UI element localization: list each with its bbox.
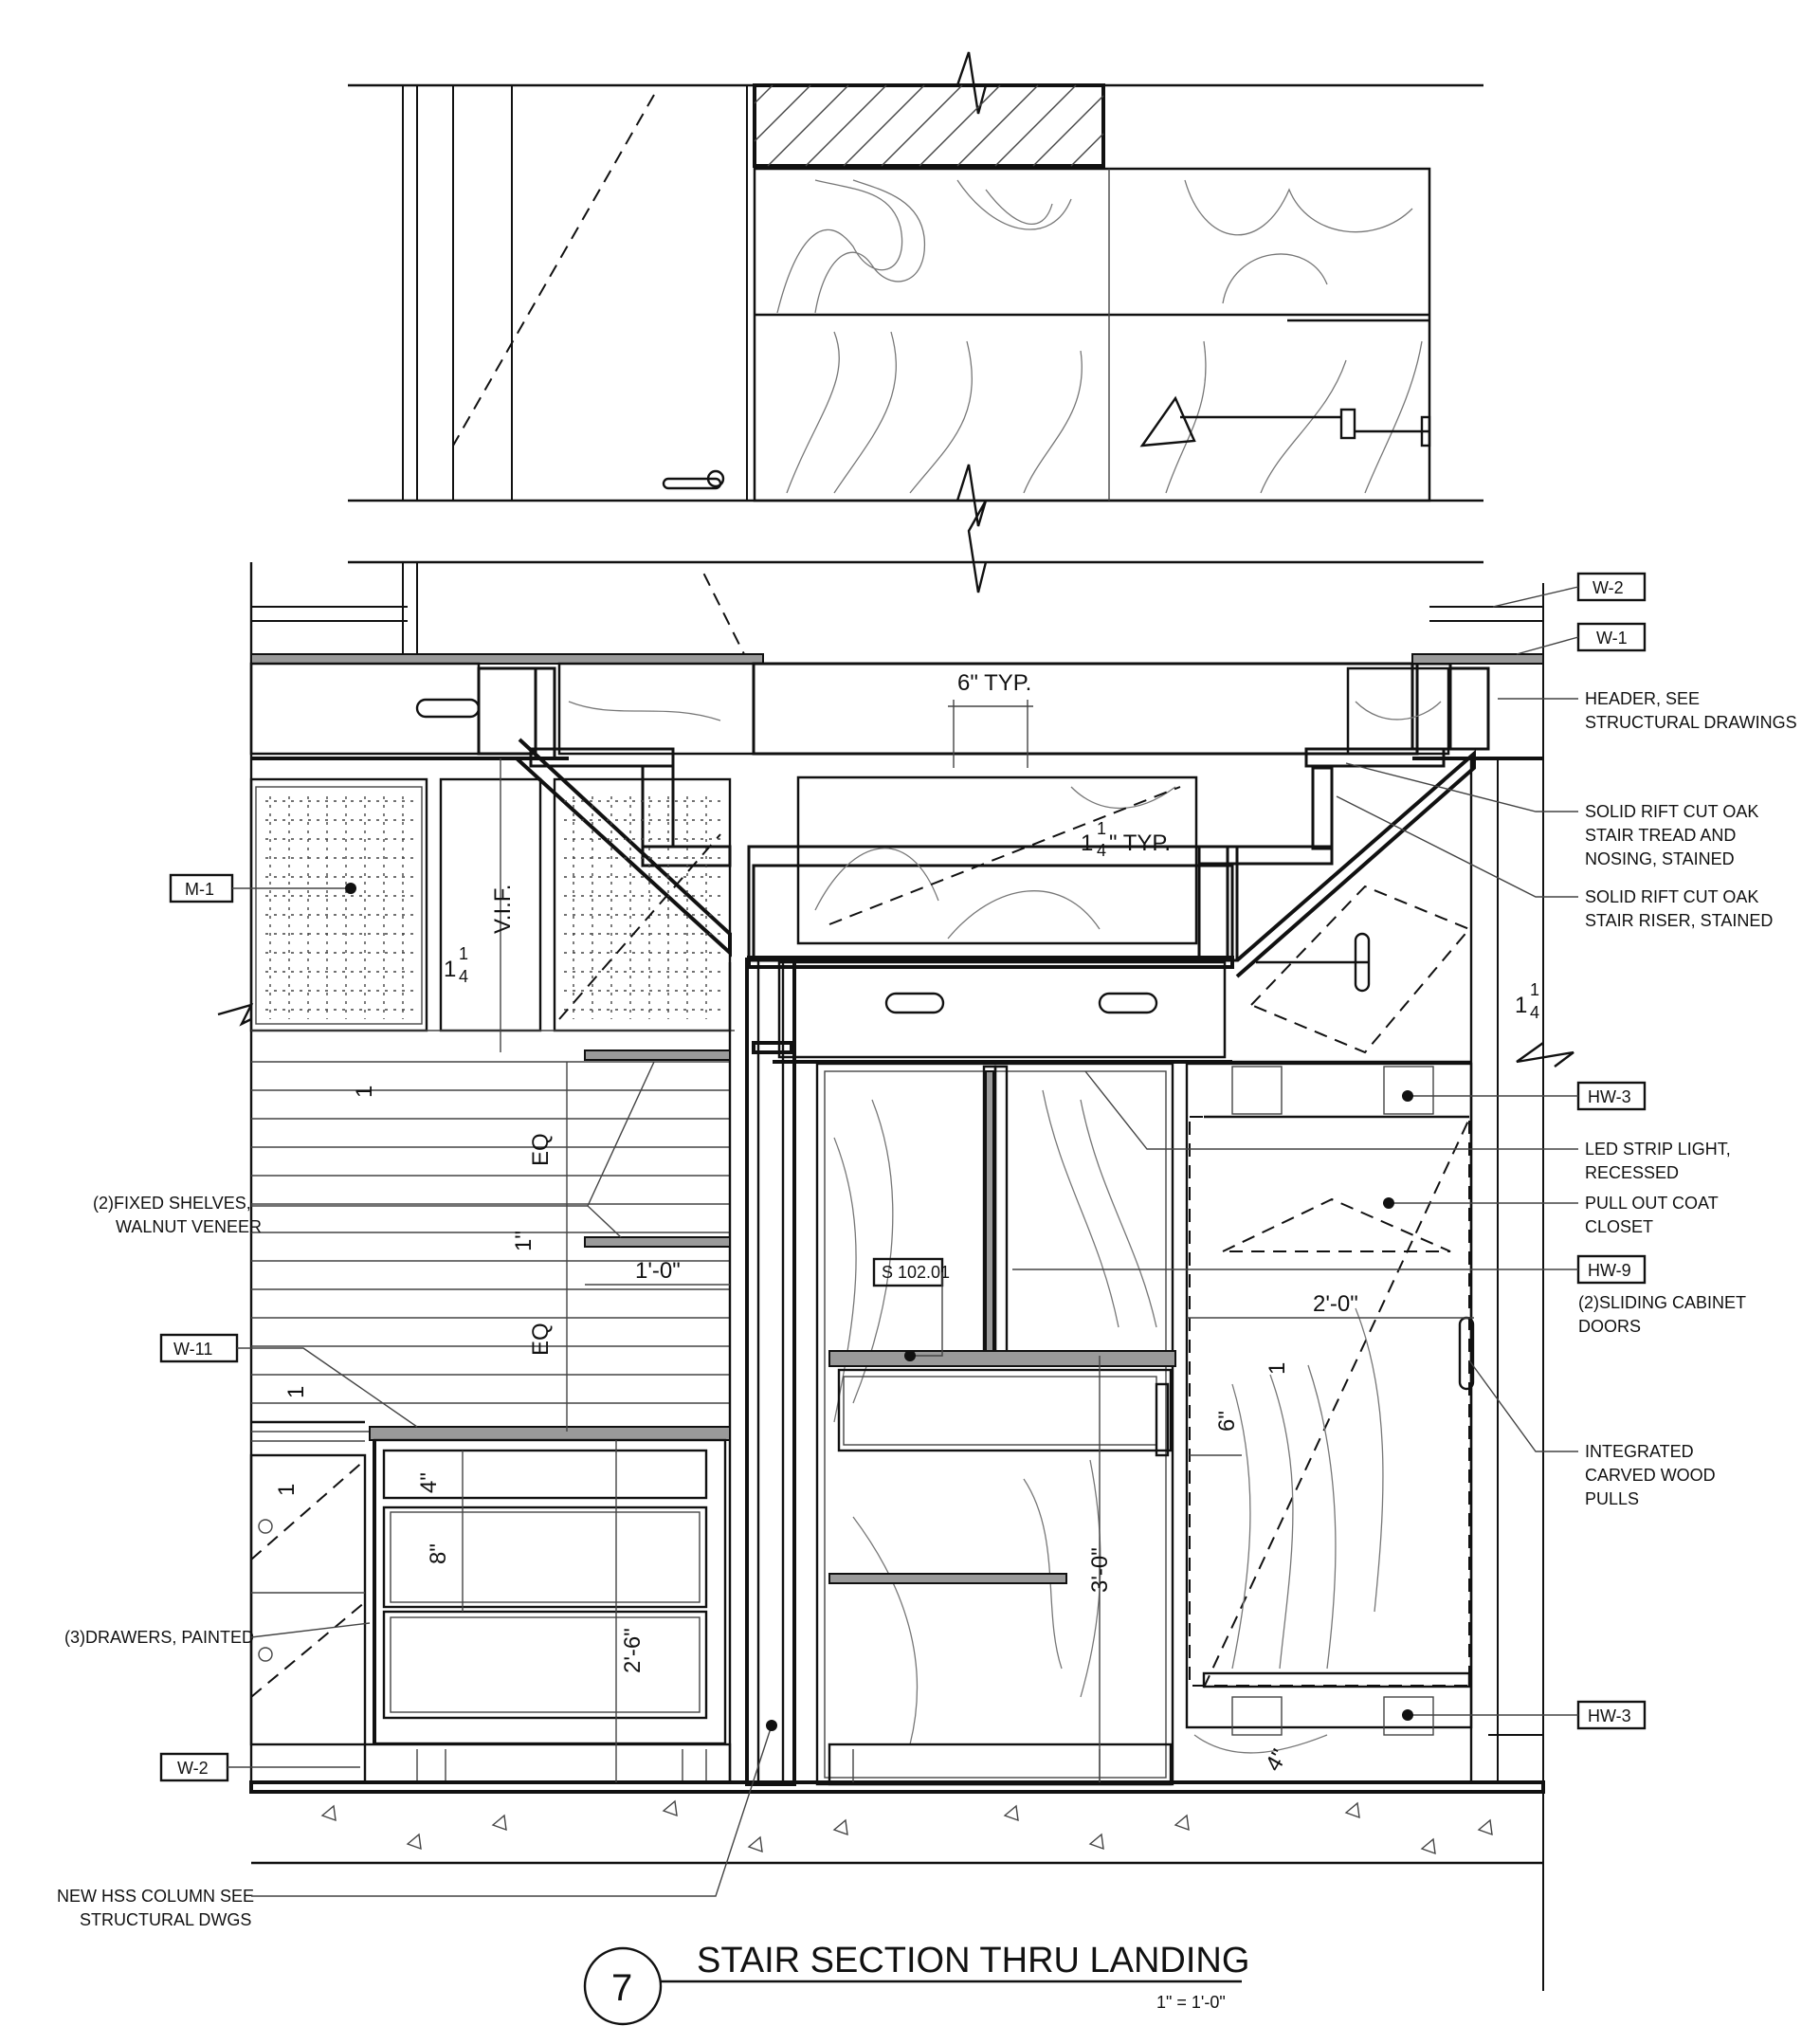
dim-quarter-b-den: 4 — [1530, 1003, 1539, 1022]
dim-quarter-e: 1 — [274, 1484, 300, 1496]
leader-dot-section-ref — [904, 1350, 916, 1361]
tag-m1: M-1 — [185, 880, 214, 899]
dim-quarter-c: 1 — [352, 1086, 377, 1098]
tag-w2-bottom: W-2 — [177, 1759, 209, 1778]
note-tread-2: STAIR TREAD AND — [1585, 826, 1736, 845]
note-sliding-2: DOORS — [1578, 1317, 1641, 1336]
tag-hw9: HW-9 — [1588, 1261, 1631, 1280]
dim-quarter-f: 1 — [1265, 1362, 1290, 1375]
note-led-1: LED STRIP LIGHT, — [1585, 1140, 1731, 1159]
leader-dot-hss — [766, 1720, 777, 1731]
dim-6-inch: 6" — [1214, 1411, 1240, 1432]
note-tread-1: SOLID RIFT CUT OAK — [1585, 802, 1758, 821]
shelf-lower — [584, 1236, 731, 1248]
dim-1-foot: 1'-0" — [635, 1258, 681, 1284]
leader-dot-hw3-top — [1402, 1090, 1413, 1102]
note-riser-1: SOLID RIFT CUT OAK — [1585, 887, 1758, 906]
notes: HEADER, SEE STRUCTURAL DRAWINGS SOLID RI… — [57, 689, 1797, 1929]
note-coat-2: CLOSET — [1585, 1217, 1653, 1236]
perforated-panel-left — [265, 796, 417, 1019]
break-line-middle — [956, 464, 988, 593]
hatched-beam — [753, 83, 1105, 168]
dim-quarter-typ-suffix: " TYP. — [1109, 830, 1171, 856]
note-riser-2: STAIR RISER, STAINED — [1585, 911, 1773, 930]
dim-2-foot: 2'-0" — [1313, 1291, 1358, 1317]
dim-3-foot: 3'-0" — [1087, 1547, 1113, 1593]
note-hss-1: NEW HSS COLUMN SEE — [57, 1887, 254, 1906]
note-sliding-1: (2)SLIDING CABINET — [1578, 1293, 1746, 1312]
note-header-1: HEADER, SEE — [1585, 689, 1700, 708]
upper-elevation — [348, 51, 1483, 593]
dim-6-typ: 6" TYP. — [957, 670, 1031, 696]
note-drawers: (3)DRAWERS, PAINTED — [64, 1628, 254, 1647]
break-line-top — [956, 51, 988, 115]
note-hss-2: STRUCTURAL DWGS — [80, 1910, 251, 1929]
dim-quarter-b-whole: 1 — [1515, 993, 1527, 1018]
note-pulls-1: INTEGRATED — [1585, 1442, 1694, 1461]
note-pulls-3: PULLS — [1585, 1489, 1639, 1508]
dim-4-inch-bottom: 4" — [1261, 1745, 1293, 1776]
hss-column — [745, 958, 796, 1786]
lower-section — [217, 562, 1574, 1991]
dim-1-inch: 1" — [511, 1231, 537, 1251]
dim-4-inch: 4" — [416, 1472, 442, 1493]
note-header-2: STRUCTURAL DRAWINGS — [1585, 713, 1797, 732]
detail-title: STAIR SECTION THRU LANDING — [697, 1941, 1249, 1980]
dim-eq-top: EQ — [528, 1133, 554, 1166]
detail-number-circle — [583, 1946, 663, 2026]
note-shelves-2: WALNUT VENEER — [116, 1217, 262, 1236]
dim-8-inch: 8" — [426, 1543, 451, 1564]
leader-dot-hw3-bottom — [1402, 1709, 1413, 1721]
dim-eq-bottom: EQ — [528, 1323, 554, 1356]
title-block: 7 STAIR SECTION THRU LANDING 1" = 1'-0" — [583, 1941, 1249, 2026]
wall-sconce — [1139, 395, 1196, 447]
note-led-2: RECESSED — [1585, 1163, 1679, 1182]
leader-dot-m1 — [345, 883, 356, 894]
dim-vif: V.I.F. — [490, 885, 516, 934]
dim-quarter-typ-whole: 1 — [1081, 830, 1093, 856]
tag-section-ref: S 102.01 — [882, 1263, 950, 1282]
dim-quarter-typ-num: 1 — [1097, 819, 1106, 838]
tag-hw3-top: HW-3 — [1588, 1087, 1631, 1106]
dim-quarter-b-num: 1 — [1530, 980, 1539, 999]
tag-w1: W-1 — [1596, 629, 1628, 648]
tag-hw3-bottom: HW-3 — [1588, 1706, 1631, 1725]
tag-w11: W-11 — [173, 1340, 212, 1359]
dim-quarter-a-whole: 1 — [444, 957, 456, 982]
dim-quarter-d: 1 — [283, 1386, 309, 1398]
floor-line — [249, 1780, 1545, 1794]
detail-scale: 1" = 1'-0" — [1156, 1993, 1226, 2012]
note-coat-1: PULL OUT COAT — [1585, 1194, 1719, 1213]
note-pulls-2: CARVED WOOD — [1585, 1466, 1716, 1485]
leader-dot-coat — [1383, 1197, 1394, 1209]
shelf-upper — [584, 1049, 731, 1061]
dimensions: 6" TYP. 1 1 4 " TYP. V.I.F. EQ EQ 1" 1'-… — [274, 670, 1539, 1782]
note-tread-3: NOSING, STAINED — [1585, 849, 1735, 868]
dim-quarter-typ-den: 4 — [1097, 841, 1106, 860]
concrete-hatch — [320, 1799, 1493, 1855]
plank-wall — [251, 1061, 730, 1433]
dim-quarter-a-den: 4 — [459, 967, 468, 986]
dim-2-6: 2'-6" — [620, 1628, 646, 1673]
detail-number: 7 — [611, 1967, 632, 2009]
note-shelves-1: (2)FIXED SHELVES, — [93, 1194, 251, 1213]
tags: W-2 W-1 M-1 HW-3 HW-9 W-11 HW-3 W-2 S 10… — [159, 572, 1647, 1782]
dim-quarter-a-num: 1 — [459, 944, 468, 963]
tag-w2-top: W-2 — [1592, 578, 1624, 597]
